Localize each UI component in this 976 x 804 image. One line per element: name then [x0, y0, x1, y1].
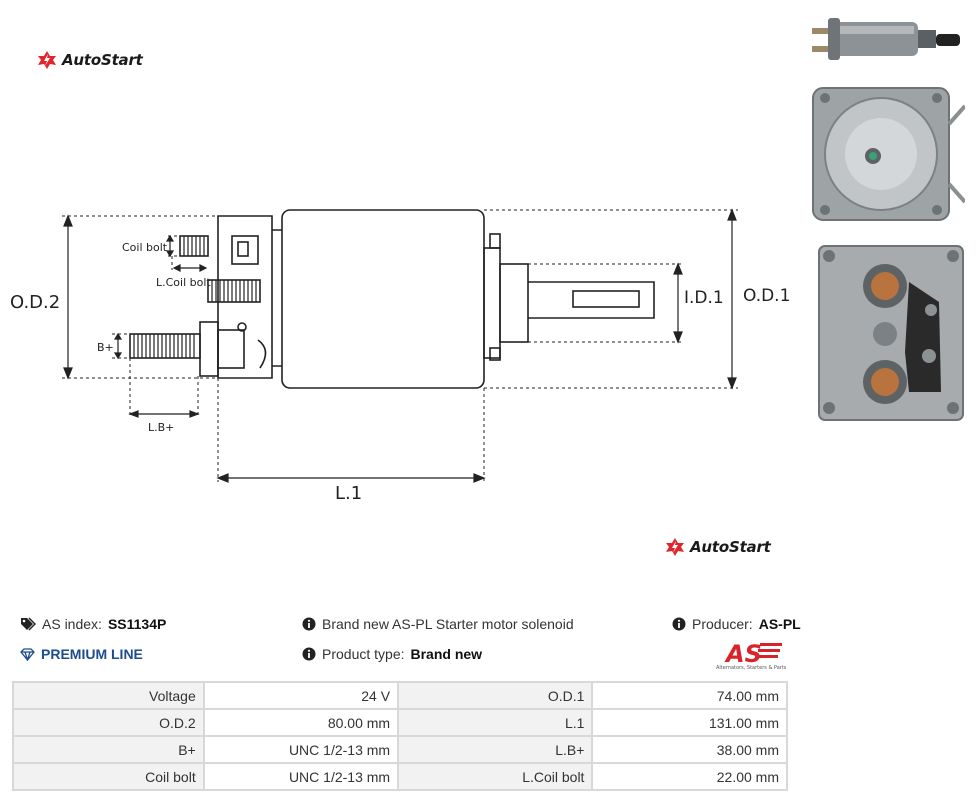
spec-value: UNC 1/2-13 mm [202, 762, 400, 791]
od2-label: O.D.2 [10, 292, 60, 313]
spec-value: 131.00 mm [591, 708, 788, 737]
product-photo-front [812, 87, 965, 221]
product-type-label: Product type: [322, 646, 405, 662]
coil-bolt-label: Coil bolt [122, 241, 168, 254]
info-icon [672, 617, 686, 631]
spec-label: O.D.1 [397, 681, 594, 710]
info-icon [302, 617, 316, 631]
as-index: AS index: SS1134P [20, 616, 166, 632]
description-text: Brand new AS-PL Starter motor solenoid [322, 616, 574, 632]
product-photo-terminals [818, 245, 964, 421]
spec-label: Voltage [12, 681, 205, 710]
svg-text:Alternators, Starters & Parts: Alternators, Starters & Parts [716, 665, 787, 670]
autostart-logo-bottom: AutoStart [664, 537, 771, 557]
b-plus-label: B+ [97, 341, 114, 354]
autostart-logo-icon [666, 538, 684, 556]
description: Brand new AS-PL Starter motor solenoid [302, 616, 574, 632]
spec-value: 22.00 mm [591, 762, 788, 791]
spec-label: B+ [12, 735, 205, 764]
l-b-plus-label: L.B+ [148, 421, 174, 434]
spec-value: 38.00 mm [591, 735, 788, 764]
product-photo-side [806, 4, 970, 74]
product-type-value: Brand new [410, 646, 483, 662]
solenoid-technical-drawing: Coil bolt L.Coil bolt B+ L.B+ O.D.2 O.D.… [10, 208, 790, 504]
premium-line: PREMIUM LINE [20, 646, 143, 662]
spec-label: Coil bolt [12, 762, 205, 791]
as-pl-producer-logo: AS Alternators, Starters & Parts [716, 640, 787, 670]
autostart-logo-text: AutoStart [690, 538, 771, 556]
spec-value: UNC 1/2-13 mm [202, 735, 400, 764]
producer-label: Producer: [692, 616, 753, 632]
as-index-label: AS index: [42, 616, 102, 632]
spec-value: 24 V [202, 681, 400, 710]
spec-label: L.B+ [397, 735, 594, 764]
spec-value: 80.00 mm [202, 708, 400, 737]
info-icon [302, 647, 316, 661]
product-type: Product type: Brand new [302, 646, 482, 662]
l-coil-bolt-label: L.Coil bolt [156, 276, 211, 289]
spec-value: 74.00 mm [591, 681, 788, 710]
producer: Producer: AS-PL [672, 616, 801, 632]
id1-label: I.D.1 [684, 288, 724, 308]
autostart-logo-text: AutoStart [62, 51, 143, 69]
as-index-value: SS1134P [107, 616, 167, 632]
premium-line-label: PREMIUM LINE [41, 646, 143, 662]
producer-value: AS-PL [758, 616, 801, 632]
od1-label: O.D.1 [743, 286, 790, 306]
svg-text:AS: AS [724, 640, 762, 668]
l1-label: L.1 [335, 483, 362, 504]
spec-label: L.Coil bolt [397, 762, 594, 791]
spec-label: L.1 [397, 708, 594, 737]
autostart-logo-top: AutoStart [36, 50, 143, 70]
spec-label: O.D.2 [12, 708, 205, 737]
autostart-logo-icon [38, 51, 56, 69]
tag-icon [21, 617, 36, 631]
diamond-icon [20, 647, 35, 661]
